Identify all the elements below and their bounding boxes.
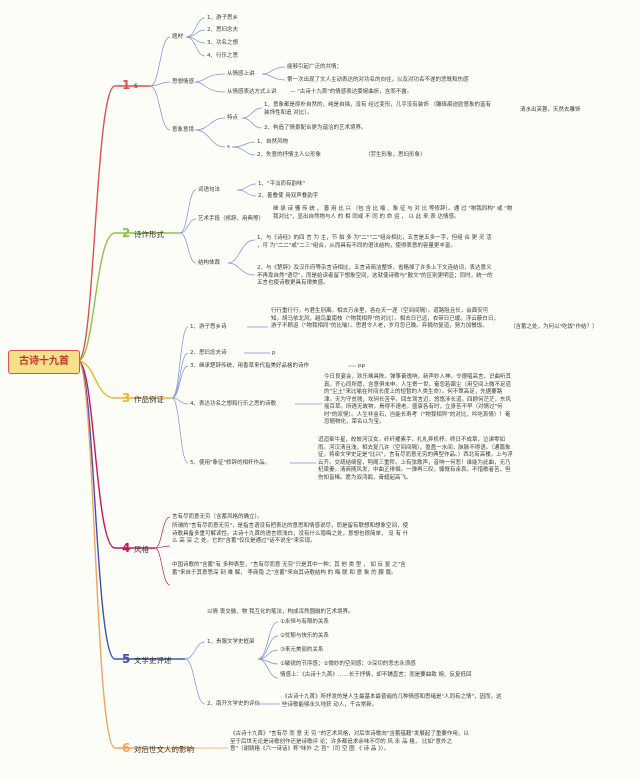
s4-p3: 中国诗歌的"含蓄"有 多种表型，"言有尽而意 无穷"只是其中一种；其 他 类 型… [172,562,406,576]
s5-a1: ①永恒与有限的关系 [280,619,329,625]
s1-theme-item: 4、行乐之思 [207,53,238,59]
s1-theme-label[interactable]: 题材 [172,34,184,40]
s3-b-label[interactable]: 2、思妇念夫诗 [190,350,227,356]
link-s6 [77,360,116,749]
s2-a2: 2、善叠使 用双声叠韵字 [258,193,319,199]
s1-imagery-d[interactable]: s [227,144,230,150]
s1-imagery-c2: 2、构造了情景配合更为谐洽的艺术境界。 [264,125,367,131]
s5-b-label[interactable]: 2、南开文学史的评价 [207,701,260,707]
s3-c-label[interactable]: 3、继承楚辞传统，用香草来代指美好品格的诗作 [190,363,310,369]
s1-imagery-label[interactable]: 意象意境 [172,127,195,133]
section-2-label[interactable]: 诗作形式 [134,230,164,239]
s5-a4: ①敏锐的节序感；②微妙的空间感；③深切的悲志永须感 [280,661,416,667]
s1-theme-item: 3、功名之想 [207,40,238,46]
s1-theme-item: 2、思妇念夫 [207,27,238,33]
root-node[interactable]: 古诗十九首 [8,350,80,374]
link-s5 [77,360,116,660]
s5-a5: 情感上：《古诗十九首》……长于抒情，却不铺直言；而是要曲致 婉、反复低回 [280,672,472,678]
s1-feeling-a[interactable]: 从情感上讲 [227,71,255,77]
section-6-label[interactable]: 对后世文人的影响 [134,745,194,754]
s1-feeling-label[interactable]: 思想情感 [172,79,195,85]
section-5-number: 5 [122,652,131,666]
s3-a-label[interactable]: 1、游子思乡诗 [190,324,227,330]
section-4-label[interactable]: 风格 [134,545,149,554]
s4-p1: 言有尽而意无穷（含蓄风格的确立）。 [172,514,263,520]
s2-a1: 1、"平淡而有韵味" [258,181,306,187]
s2-b1: 继 承 诗 骚 传 统 ， 善 用 比 兴 （包 含 比 喻 、象 征 与 对 … [273,206,513,220]
s1-feeling-b[interactable]: 从情感表达方式上讲 [227,89,277,95]
section-3-label[interactable]: 作品例证 [134,395,164,404]
s1-imagery-c[interactable]: 特点 [227,115,239,121]
section-2-number: 2 [122,226,131,240]
s5-a-label[interactable]: 1、贵服文学史框架 [207,639,255,645]
section-3-number: 3 [122,391,131,405]
s2-a-label[interactable]: 词语句法 [198,187,221,193]
link-s3 [77,360,116,399]
s5-a2: ②忧郁与快乐的关系 [280,633,329,639]
s2-c2: 2、与《楚辞》及汉乐府等杂言诗相比，五言诗简洁整饰，省略掉了许多上下文连结词，表… [257,265,493,286]
s5-intro: 以情 衷交融、物 我互化的笔法，构成浑然圆融的艺术境界。 [207,609,354,615]
s4-p2: 所谓的"言有尽而意无穷"，是指言语没有把表达的意思和情感说尽，而是留有联想和想象… [172,523,409,544]
s3-a1-note: （含蓄之处，为何以"吃饭"作结？） [510,324,598,330]
link-s2 [77,232,116,362]
s6-paragraph: 《古诗十九首》"言有尽 而 意 无 穷 "的艺术风格，对后世诗歌向"含蓄蕴藉"发… [230,731,469,752]
s3-a1: 行行重行行，与君生别离。相去万余里，各在天一涯（空间间隔）。道路阻且长，会面安可… [271,308,499,329]
s1-feeling-a1: 能够引起广泛的共情； [287,64,343,70]
link-s1 [77,85,116,362]
s3-b1: p [272,350,276,356]
s3-e1: 迢迢牵牛星，皎皎河汉女。纤纤擢素手，札札弄机杼。终日不成章，泣涕零如雨。河汉清且… [318,437,513,481]
s1-imagery-c1-note: 清水出芙蓉，天然去雕饰 [520,107,581,113]
section-4-number: 4 [122,541,131,555]
s3-d1: 今日良宴会，欢乐难具陈。弹筝奋逸响，新声妙入神。令德唱高言，识曲听其真。齐心同所… [324,374,512,425]
s1-imagery-d2-note: （劳生形象，思妇形象） [365,152,426,158]
s1-imagery-d2: 2、失意的抒情主人公形象 [257,152,322,158]
s1-feeling-a2: 第一次出现了文人主动表达的对功名的向往，以及对功名不遂的悲慨和伤感 [287,77,469,83]
s2-c1: 1、与《诗经》的四 言 为 主，节 拍 多 为"二""二"组合相比，五言是五多一… [257,235,492,249]
section-6-number: 6 [122,741,131,755]
s2-c-label[interactable]: 结构体裁 [198,260,221,266]
s5-a3: ③来元美丽的关系 [280,647,324,653]
s3-e-label[interactable]: 5、使用"象征"修辞的相杆作品。 [190,460,271,466]
section-5-label[interactable]: 文学史评述 [134,656,172,665]
s5-b1: 《古诗十九首》所抒发的是人生最基本最普遍的几种情感和思绪是"人同有之情"，因而，… [282,694,502,708]
s2-b-label[interactable]: 艺术手段（修辞、用典等） [198,216,265,222]
section-1-label[interactable]: s [134,81,138,90]
s3-c1: pp [358,363,365,369]
link-s4 [77,360,116,549]
s1-imagery-c1: 1、意象都是原朴自然的，纯是自描，没有 经过变形，几乎没有装饰 （雕琢痕迹欧意象… [264,102,491,116]
section-1-number: 1 [122,78,131,92]
s1-theme-item: 1、游子思乡 [207,15,238,21]
s1-imagery-d1: 1、自然风物 [257,139,288,145]
s1-feeling-b1: — "古诗十九首"的情感表达委婉曲折，含而不露。 [290,89,413,95]
s3-d-label[interactable]: 4、表达功名之想和行乐之思的诗歌 [190,401,277,407]
